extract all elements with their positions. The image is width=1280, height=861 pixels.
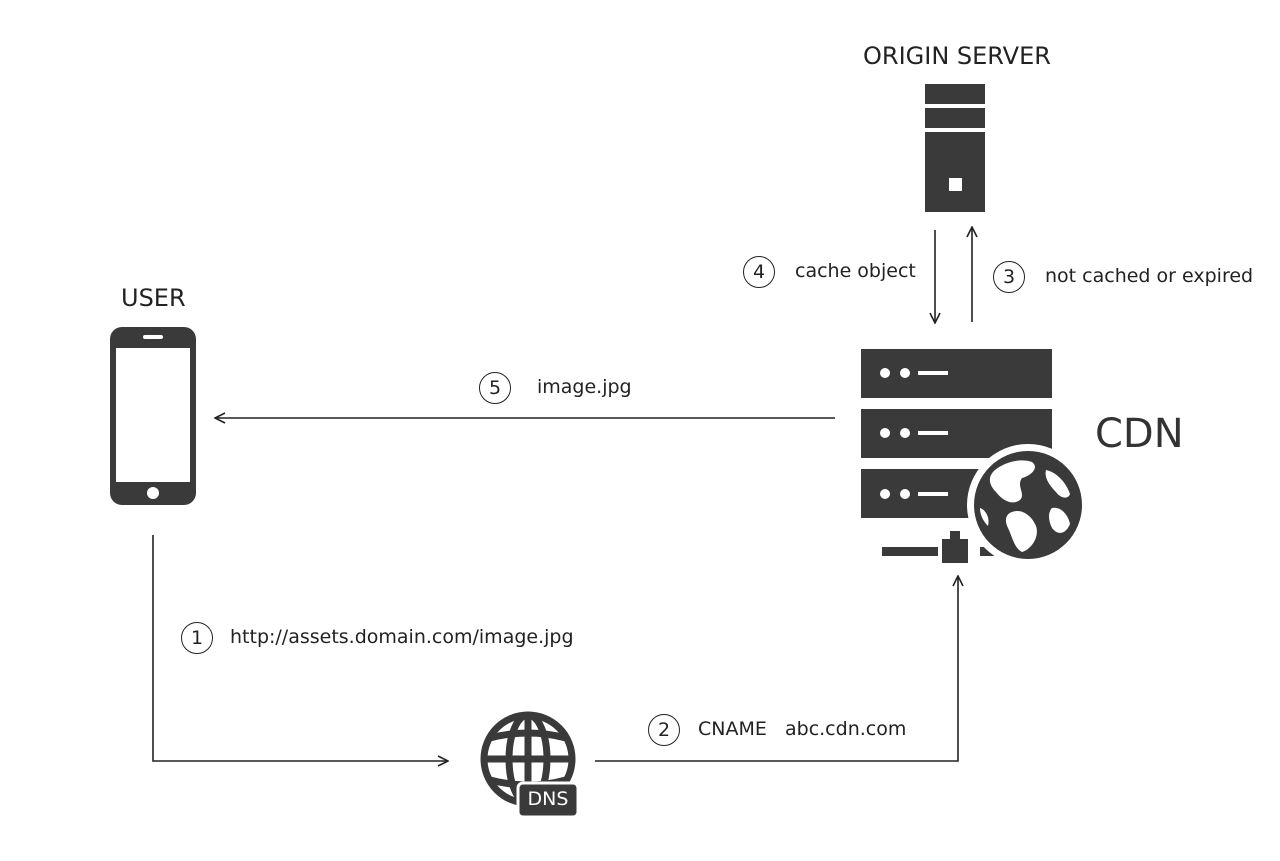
dns-badge-label: DNS bbox=[527, 788, 569, 810]
connector-lines bbox=[152, 227, 972, 762]
step-4-badge: 4 bbox=[743, 256, 775, 288]
arrow-dns-to-cdn bbox=[595, 576, 958, 762]
step-1-label: http://assets.domain.com/image.jpg bbox=[230, 626, 574, 648]
step-1-badge: 1 bbox=[181, 622, 213, 654]
step-5-badge: 5 bbox=[479, 372, 511, 404]
user-label: USER bbox=[121, 284, 186, 312]
step-2-badge: 2 bbox=[648, 714, 680, 746]
step-3-label: not cached or expired bbox=[1045, 265, 1254, 287]
step-3-badge: 3 bbox=[993, 261, 1025, 293]
arrow-user-to-dns bbox=[152, 535, 448, 761]
dns-icon bbox=[480, 711, 580, 819]
step-4-label: cache object bbox=[795, 260, 916, 282]
phone-icon bbox=[110, 327, 196, 505]
cdn-label: CDN bbox=[1095, 411, 1184, 457]
globe-icon bbox=[967, 444, 1089, 566]
origin-server-label: ORIGIN SERVER bbox=[863, 42, 1051, 70]
step-5-label: image.jpg bbox=[537, 376, 632, 398]
origin-server-icon bbox=[925, 84, 985, 212]
step-2-label: CNAME abc.cdn.com bbox=[698, 718, 907, 740]
